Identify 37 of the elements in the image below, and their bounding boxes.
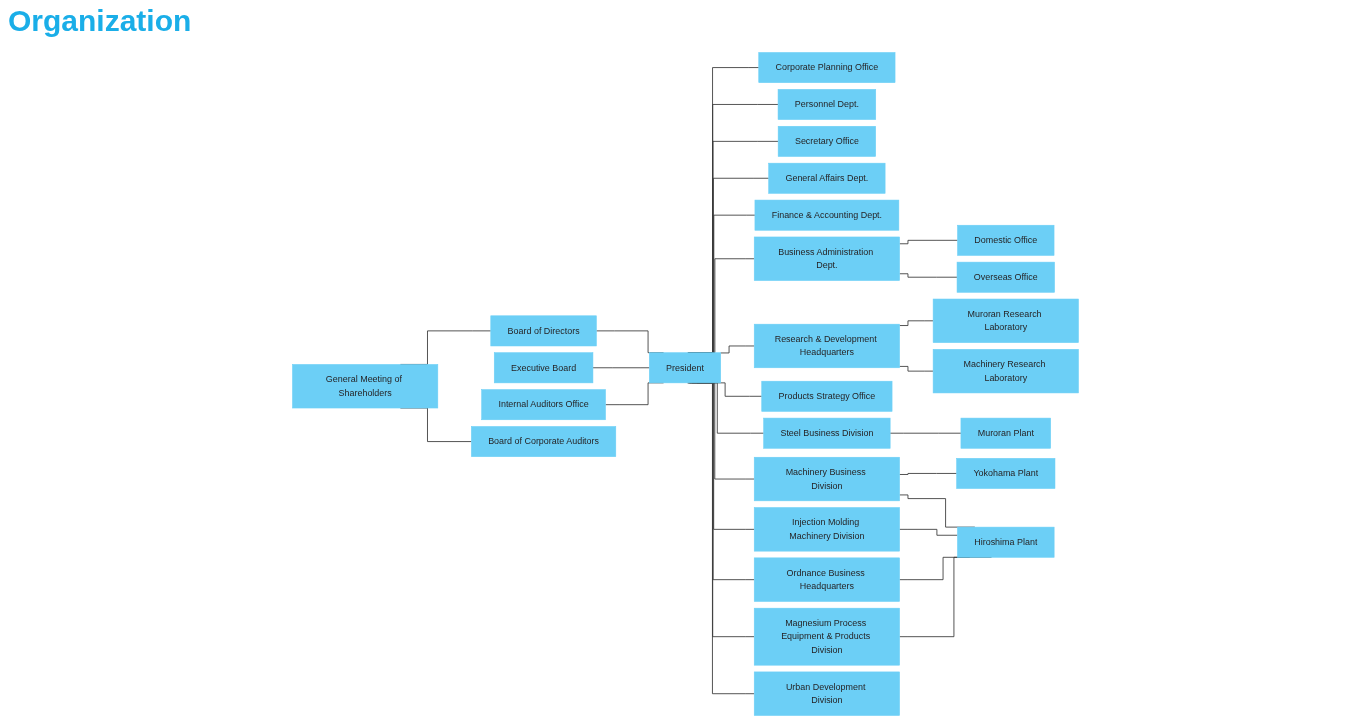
node-box: Domestic Office [957,224,1055,256]
connector [720,345,755,354]
node-box: Internal Auditors Office [481,389,606,421]
node-box: Ordnance Business Headquarters [753,557,900,602]
node-box: Injection Molding Machinery Division [753,507,900,552]
node-box: Yokohama Plant [956,458,1056,489]
node-box: General Affairs Dept. [768,162,886,194]
connector [889,432,962,434]
node-box: Overseas Office [956,261,1055,293]
node-box: Urban Development Division [753,671,900,716]
node-box: Board of Corporate Auditors [471,426,617,457]
node-box: Business Administration Dept. [753,236,900,281]
node-box: Products Strategy Office [761,380,893,412]
node-box: Steel Business Division [763,417,891,449]
node-box: President [649,352,721,384]
node-box: Muroran Plant [960,417,1051,449]
connector [899,239,958,245]
node-box: Executive Board [494,352,594,384]
node-box: Machinery Business Division [753,456,900,502]
title: Organization [8,4,192,38]
connector [899,528,958,536]
connector [899,320,934,326]
node-box: Muroran Research Laboratory [932,298,1079,343]
node-box: Machinery Research Laboratory [932,349,1079,394]
connector [899,273,958,278]
node-box: General Meeting of Shareholders [292,364,439,409]
node-box: Hiroshima Plant [957,526,1055,558]
connector [899,366,934,372]
connector [899,473,958,475]
node-box: Magnesium Process Equipment & Products Division [753,607,900,666]
node-box: Secretary Office [777,126,876,157]
node-box: Research & Development Headquarters [753,323,900,369]
connector [592,367,650,369]
node-box: Personnel Dept. [777,89,877,120]
node-box: Corporate Planning Office [758,52,896,83]
node-box: Finance & Accounting Dept. [754,199,900,231]
node-box: Board of Directors [490,315,597,347]
